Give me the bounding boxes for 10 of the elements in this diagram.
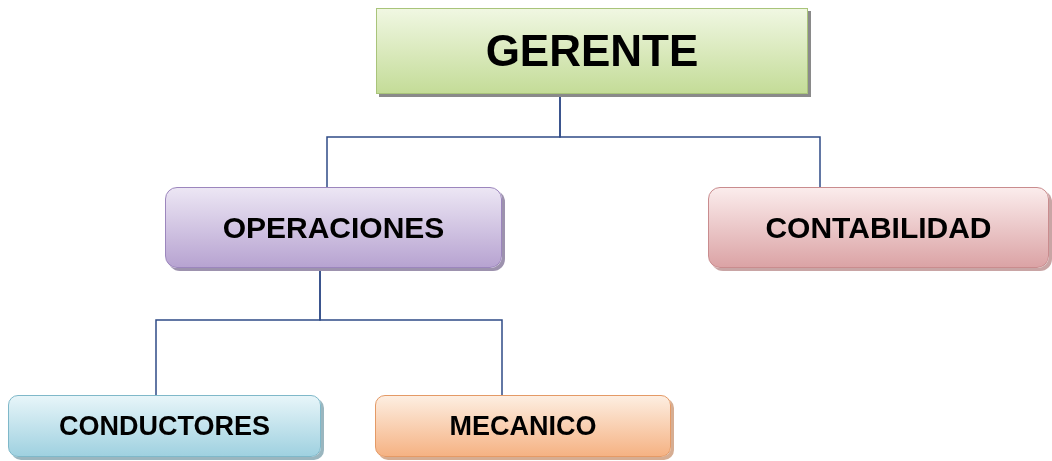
department-name: CONTABILIDAD — [765, 210, 992, 245]
department-box — [375, 395, 671, 457]
department-box — [708, 187, 1049, 268]
department-name: GERENTE — [485, 26, 699, 76]
department-name: MECANICO — [449, 410, 597, 442]
department-box — [165, 187, 502, 268]
department-name: OPERACIONES — [222, 210, 445, 245]
title-box — [376, 8, 808, 94]
department-box — [8, 395, 321, 457]
department-name: CONDUCTORES — [59, 410, 270, 442]
